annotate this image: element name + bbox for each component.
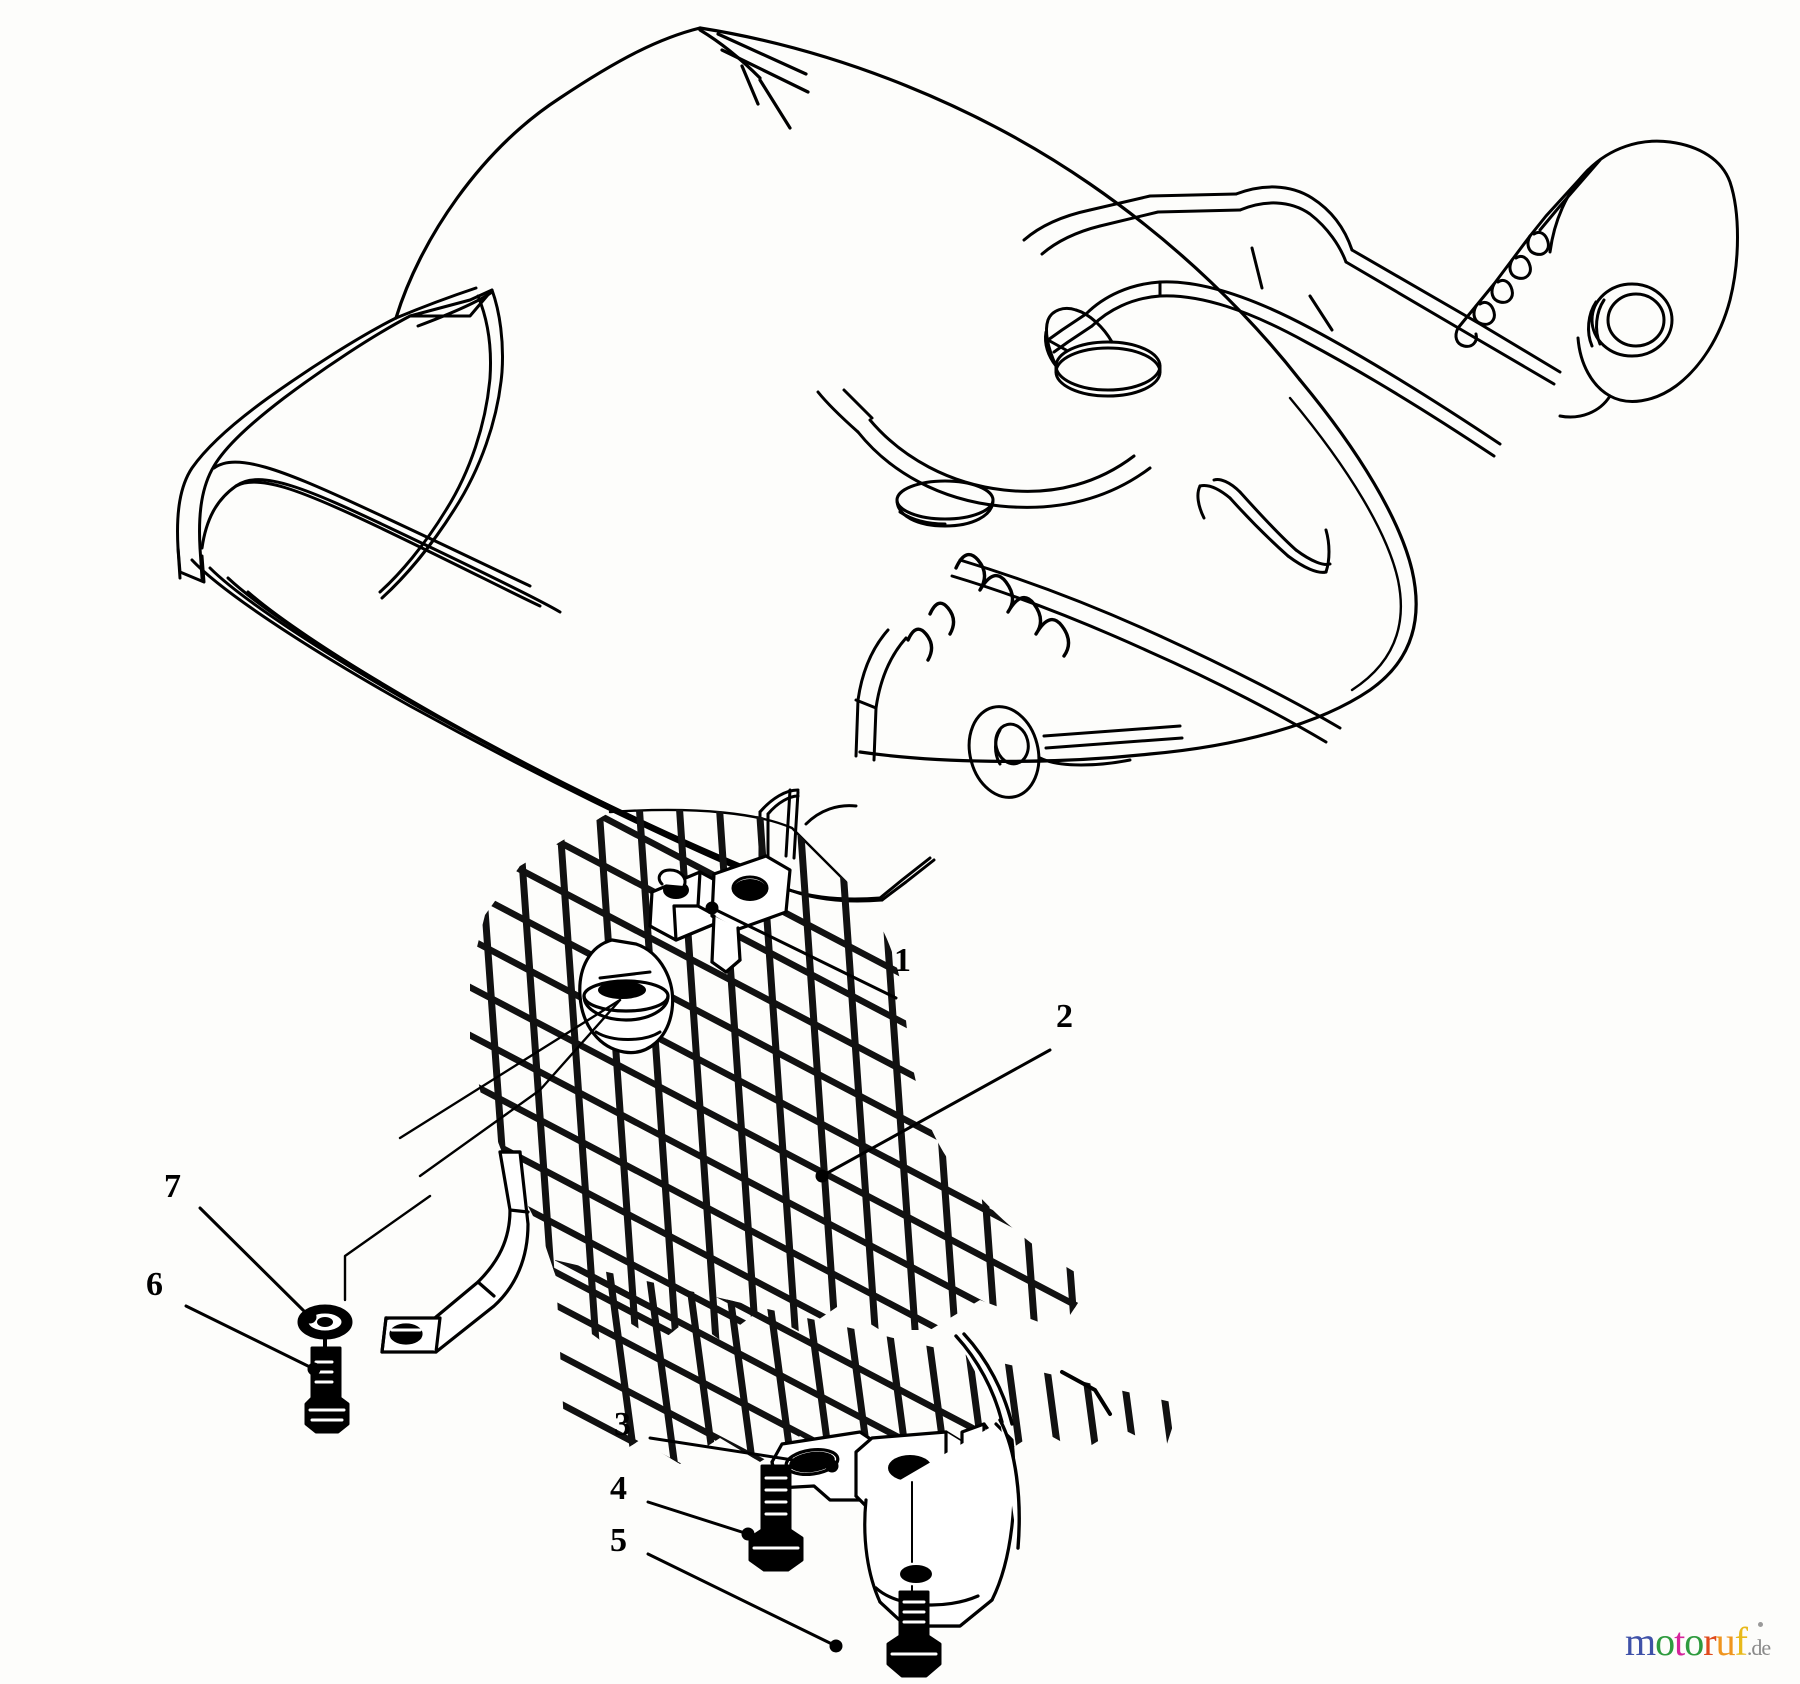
watermark-letter-u: u [1715, 1619, 1736, 1664]
callout-leader-lines [184, 901, 1052, 1653]
screen-grommet [578, 938, 675, 1055]
callout-label-6: 6 [146, 1266, 163, 1303]
callout-label-4: 4 [610, 1470, 627, 1507]
watermark-letter-o2: o [1684, 1619, 1704, 1664]
deck-side-arm [1022, 185, 1562, 458]
washer-assembly-leader [343, 1194, 432, 1302]
watermark-dot-icon [1758, 1622, 1763, 1627]
callout-label-3: 3 [614, 1406, 631, 1443]
screen-lower-edge [1060, 1370, 1112, 1416]
callout-label-2: 2 [1056, 998, 1073, 1035]
deck-blade-opening [816, 306, 1162, 528]
watermark-letter-m: m [1625, 1619, 1656, 1664]
watermark-suffix: .de [1746, 1635, 1771, 1660]
deck-scalloped-edge [854, 552, 1342, 799]
left-mounting-bracket [380, 1150, 530, 1354]
deck-front-left-bracket [176, 286, 562, 614]
watermark-letter-t: t [1674, 1619, 1685, 1664]
clip-assembly-leader [398, 998, 622, 1178]
callout-label-5: 5 [610, 1522, 627, 1559]
site-watermark: motoruf.de [1625, 1618, 1771, 1665]
self-tapping-screw [304, 1346, 350, 1434]
screen-retainer-clip [648, 854, 792, 974]
watermark-letter-o1: o [1655, 1619, 1675, 1664]
watermark-letter-r: r [1703, 1619, 1716, 1664]
deck-rear-lip [758, 478, 1332, 903]
hex-head-screw [886, 1590, 942, 1678]
mower-deck-housing [394, 26, 1418, 763]
callout-label-7: 7 [164, 1168, 181, 1205]
rear-axle-bracket [1454, 139, 1739, 419]
screen-mounting-bracket [770, 1332, 1021, 1637]
leaf-shredder-screen-outline [608, 808, 848, 884]
watermark-letter-f: f [1734, 1619, 1748, 1664]
callout-label-1: 1 [894, 942, 911, 979]
